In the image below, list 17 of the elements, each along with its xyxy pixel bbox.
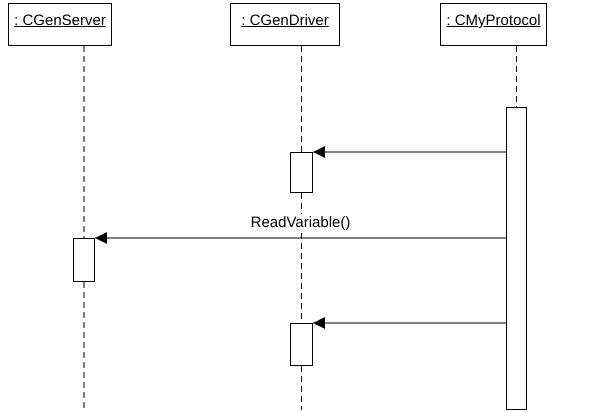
object-box [230, 3, 340, 46]
message-arrow [312, 317, 506, 329]
message-label: ReadVariable() [248, 214, 352, 231]
object-box [8, 3, 112, 46]
object-name: : CMyProtocol [446, 12, 541, 29]
object-name: : CGenServer [14, 12, 106, 29]
activation-bar [290, 152, 313, 193]
object-box [440, 3, 547, 46]
activation-bar [506, 107, 527, 410]
message-arrow [94, 232, 506, 244]
lifeline [516, 46, 517, 108]
lifeline [301, 46, 302, 152]
lifeline [301, 366, 302, 410]
activation-bar [290, 323, 313, 366]
object-name: : CGenDriver [241, 12, 329, 29]
activation-bar [73, 238, 95, 282]
message-arrow [312, 146, 506, 158]
